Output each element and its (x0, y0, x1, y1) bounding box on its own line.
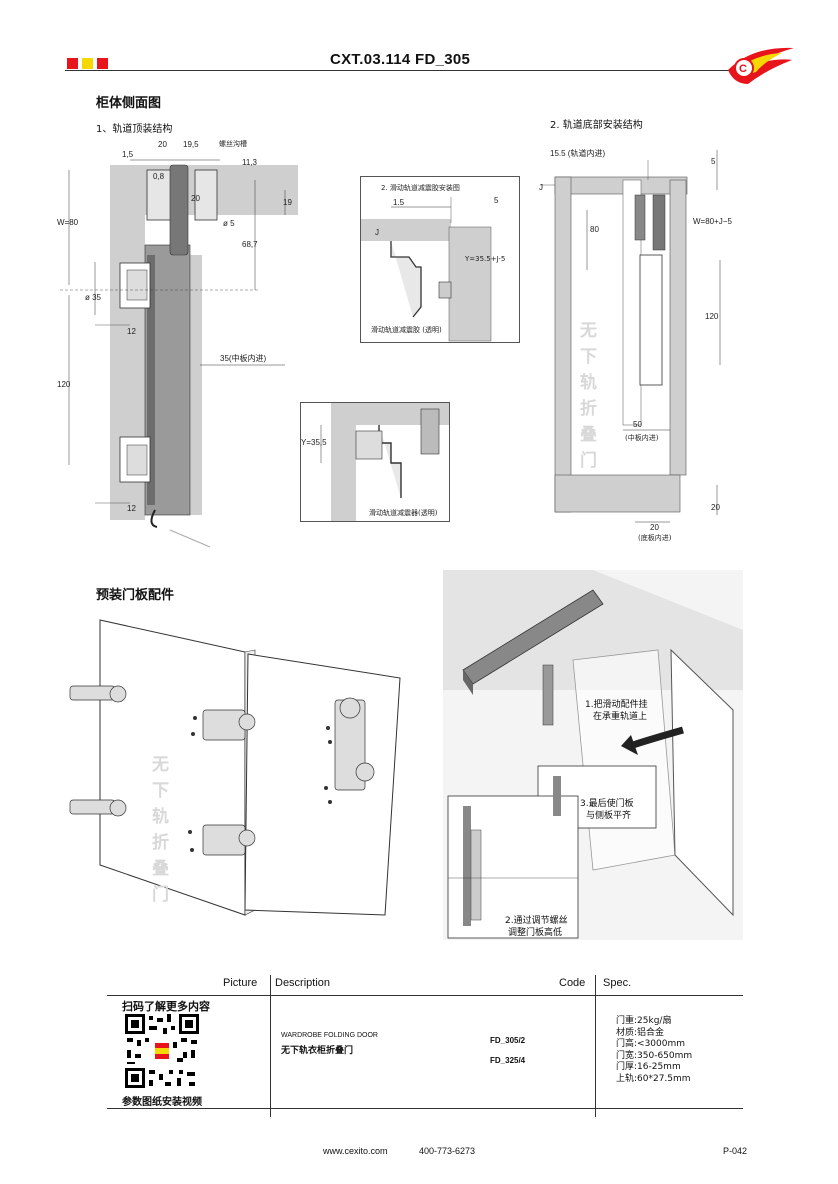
qr-caption-bottom: 参数图纸安装视频 (122, 1097, 202, 1108)
watermark-left: 无下轨折叠门 (152, 755, 169, 905)
top-mount-drawing: 1,5 20 19,5 螺丝沟槽 11,3 0,8 20 19 ø 5 68,7… (57, 139, 298, 548)
inset1-title: 2. 滑动轨道减震胶安装图 (381, 183, 460, 192)
callout-step2: 2.通过调节螺丝 调整门板高低 (505, 915, 568, 939)
bottom-mount-drawing: 15.5 (轨道内进) 5 J 80 W=80+J−5 120 50 (中板内进… (539, 148, 732, 542)
spec-list: 门重:25kg/扇 材质:铝合金 门高:<3000mm 门宽:350-650mm… (616, 1016, 692, 1085)
door-panels-drawing (69, 619, 401, 916)
inset1-5: 5 (494, 196, 499, 205)
callout-step3-a: 3.最后使门板 (580, 799, 634, 809)
col-divider-2 (595, 975, 596, 1117)
dim-11-3: 11,3 (242, 158, 258, 167)
dim-35: ø 35 (85, 293, 102, 302)
dim-120: 120 (57, 380, 71, 389)
watermark-right: 无下轨折叠门 (580, 321, 597, 471)
dim-20: 20 (158, 140, 167, 149)
inset2-caption: 滑动轨道减震器(透明) (369, 508, 438, 517)
code-1: FD_305/2 (490, 1036, 526, 1045)
callout-step1-b: 在承重轨道上 (593, 712, 648, 722)
table-top-rule (107, 995, 743, 996)
header-square-yellow (82, 58, 93, 69)
spec-rail: 上轨:60*27.5mm (616, 1073, 691, 1084)
header-square-red-2 (97, 58, 108, 69)
dim-19-5: 19,5 (183, 140, 199, 149)
callout-step3: 3.最后使门板 与侧板平齐 (580, 798, 634, 822)
dim-r-5: 5 (711, 157, 716, 166)
table-bottom-rule (107, 1108, 743, 1109)
code-2: FD_325/4 (490, 1056, 526, 1065)
brand-logo: C (728, 47, 794, 84)
qr-code (125, 1014, 199, 1088)
dim-12b: 12 (127, 504, 136, 513)
dim-r-w: W=80+J−5 (693, 217, 732, 226)
dim-0-8: 0,8 (153, 172, 165, 181)
install-illustration (443, 570, 743, 940)
inset1-caption: 滑动轨道减震胶 (透明) (371, 325, 442, 334)
dim-r-20a: 20 (711, 503, 720, 512)
spec-weight: 门重:25kg/扇 (616, 1016, 672, 1026)
inset1-y: Y=35.5+J-5 (464, 255, 505, 263)
spec-width: 门宽:350-650mm (616, 1050, 693, 1061)
header-rule (65, 70, 745, 71)
footer-page-number: P-042 (723, 1146, 748, 1156)
col-header-picture: Picture (223, 977, 258, 989)
description-en: WARDROBE FOLDING DOOR (281, 1032, 378, 1039)
dim-12a: 12 (127, 327, 136, 336)
subtitle-top-mount: 1、轨道顶装结构 (96, 124, 173, 135)
inset2-y: Y=35,5 (301, 438, 327, 447)
dim-w80: W=80 (57, 218, 79, 227)
dim-r-80: 80 (590, 225, 599, 234)
svg-text:C: C (739, 63, 747, 75)
dim-r-50: 50 (633, 420, 642, 429)
spec-height: 门高:<3000mm (616, 1039, 686, 1049)
dim-35-mid: 35(中板内进) (220, 353, 267, 363)
description-cn: 无下轨衣柜折叠门 (281, 1046, 354, 1056)
spec-material: 材质:铝合金 (616, 1027, 665, 1038)
page-title: CXT.03.114 FD_305 (330, 51, 471, 68)
dim-r-j: J (539, 183, 543, 192)
subtitle-bottom-mount: 2. 轨道底部安装结构 (550, 120, 643, 131)
header-square-red (67, 58, 78, 69)
callout-step1-a: 1.把滑动配件挂 (585, 700, 648, 710)
callout-step3-b: 与侧板平齐 (586, 811, 632, 821)
dim-19: 19 (283, 198, 292, 207)
section-title-preassembly: 预装门板配件 (96, 588, 175, 603)
dim-1-5: 1,5 (122, 150, 134, 159)
callout-step2-a: 2.通过调节螺丝 (505, 916, 568, 926)
callout-step1: 1.把滑动配件挂 在承重轨道上 (585, 699, 648, 723)
footer-website[interactable]: www.cexito.com (323, 1146, 388, 1156)
callout-step2-b: 调整门板高低 (508, 928, 563, 938)
dim-r-mid: (中板内进) (625, 433, 659, 442)
qr-caption-top: 扫码了解更多内容 (122, 1000, 210, 1013)
dim-r-bottom: (底板内进) (638, 533, 672, 542)
dim-20b: 20 (191, 194, 200, 203)
label-screw-groove: 螺丝沟槽 (219, 139, 247, 148)
dim-r-120: 120 (705, 312, 719, 321)
dim-r-20b: 20 (650, 523, 659, 532)
section-title-side-view: 柜体侧面图 (96, 96, 162, 111)
inset-damper-install: 2. 滑动轨道减震胶安装图 1.5 5 J Y=35.5+J-5 滑动轨道减震胶… (360, 176, 520, 343)
spec-thickness: 门厚:16-25mm (616, 1062, 681, 1072)
dim-5: ø 5 (223, 219, 235, 228)
inset-damper-detail: Y=35,5 滑动轨道减震器(透明) (300, 402, 450, 522)
dim-15-5: 15.5 (轨道内进) (550, 148, 605, 158)
col-divider-1 (270, 975, 271, 1117)
dim-68-7: 68,7 (242, 240, 258, 249)
inset1-j: J (375, 228, 379, 237)
footer-phone: 400-773-6273 (419, 1146, 476, 1156)
col-header-description: Description (275, 977, 331, 989)
inset1-1-5: 1.5 (393, 198, 405, 207)
col-header-code: Code (559, 977, 586, 989)
col-header-spec: Spec. (603, 977, 632, 989)
